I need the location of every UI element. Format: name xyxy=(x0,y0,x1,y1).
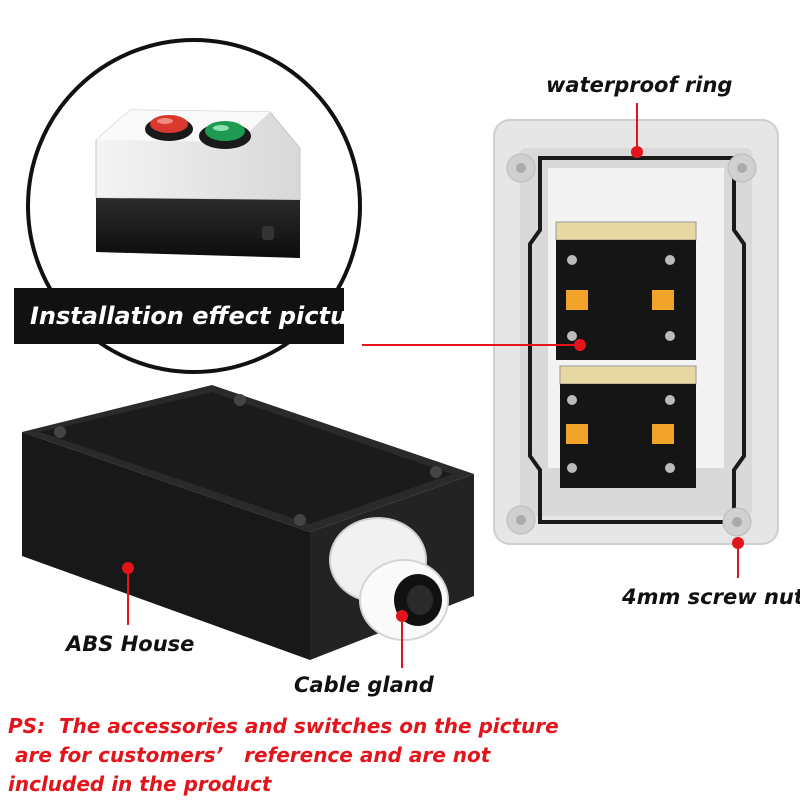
installation-banner xyxy=(14,288,344,344)
note-line-1: PS: The accessories and switches on the … xyxy=(8,714,559,738)
waterproof-ring-label: waterproof ring xyxy=(546,73,733,97)
abs-box xyxy=(22,385,474,660)
installation-effect-label: Installation effect picture xyxy=(30,302,376,330)
note-line-2: are for customers’ reference and are not xyxy=(8,743,491,767)
pointer-markers xyxy=(122,103,744,668)
abs-house-label: ABS House xyxy=(66,632,195,656)
open-enclosure xyxy=(493,119,779,545)
disclaimer-note: PS: The accessories and switches on the … xyxy=(8,712,559,799)
screw-nut-label: 4mm screw nut xyxy=(622,585,800,609)
cable-gland-shape xyxy=(329,517,449,641)
cable-gland-label: Cable gland xyxy=(294,673,434,697)
note-line-3: included in the product xyxy=(8,772,272,796)
